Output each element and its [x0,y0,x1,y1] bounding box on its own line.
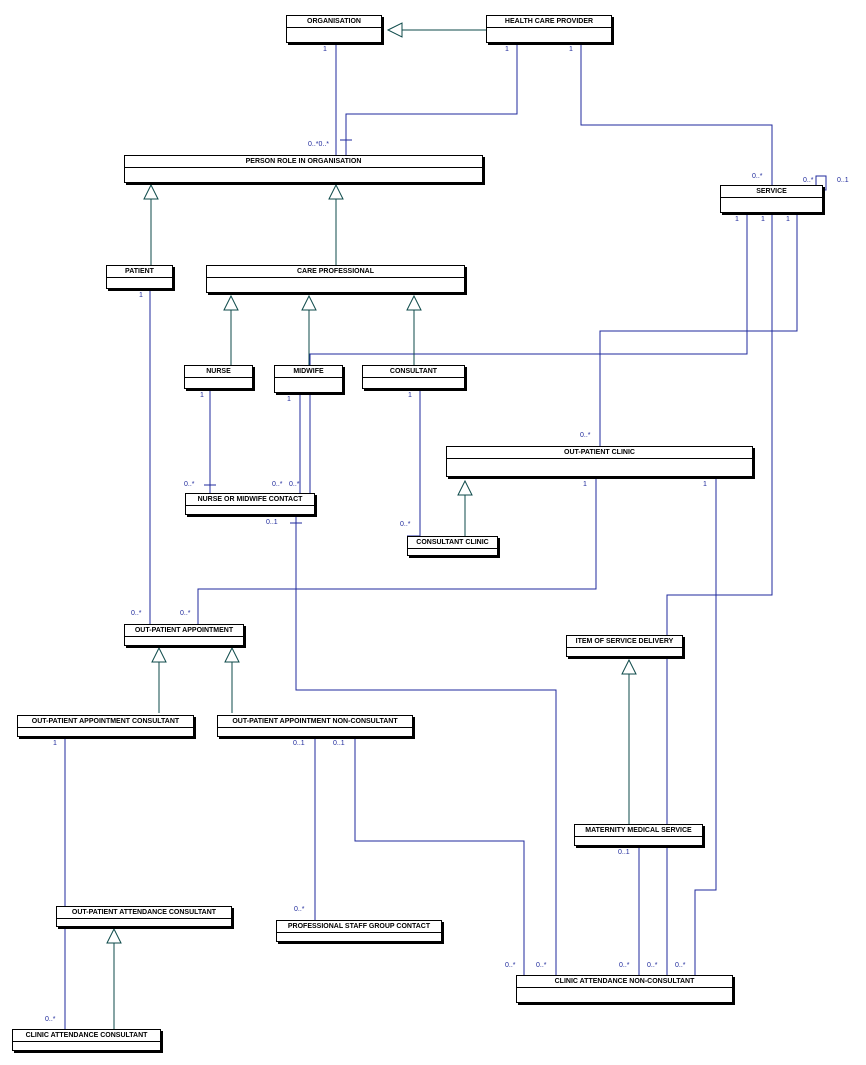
multiplicity-label: 0..1 [837,177,849,184]
multiplicity-label: 0..* [505,962,516,969]
assoc-opc-canc [694,478,717,975]
class-consultant[interactable]: CONSULTANT [362,365,465,389]
class-clinic-attendance-consultant[interactable]: CLINIC ATTENDANCE CONSULTANT [12,1029,161,1051]
multiplicity-label: 0..* [131,610,142,617]
assoc-service-midwife [309,215,748,493]
class-name: CLINIC ATTENDANCE NON-CONSULTANT [517,976,732,988]
class-name: ITEM OF SERVICE DELIVERY [567,636,682,648]
gen-consultant-arrow [406,294,422,311]
class-name: NURSE [185,366,252,378]
class-name: CONSULTANT CLINIC [408,537,497,549]
multiplicity-label: 0..* [619,962,630,969]
class-nurse[interactable]: NURSE [184,365,253,389]
multiplicity-label: 1 [287,396,291,403]
class-name: ORGANISATION [287,16,381,28]
multiplicity-label: 1 [583,481,587,488]
multiplicity-label: 0..1 [293,740,305,747]
class-maternity-medical-service[interactable]: MATERNITY MEDICAL SERVICE [574,824,703,846]
class-out-patient-appointment-non-consultant[interactable]: OUT-PATIENT APPOINTMENT NON-CONSULTANT [217,715,413,737]
multiplicity-label: 0..1 [266,519,278,526]
multiplicity-label: 0..* [184,481,195,488]
class-name: PATIENT [107,266,172,278]
multiplicity-label: 0..* [294,906,305,913]
multiplicity-label: 1 [408,392,412,399]
class-name: OUT-PATIENT APPOINTMENT NON-CONSULTANT [218,716,412,728]
gen-care-arrow [328,183,344,200]
multiplicity-label: 1 [761,216,765,223]
multiplicity-label: 0..* [675,962,686,969]
gen-cac-arrow [106,927,122,944]
multiplicity-label: 0..*0..* [308,141,330,148]
class-midwife[interactable]: MIDWIFE [274,365,343,393]
assoc-nmc-canc [295,517,557,975]
multiplicity-label: 0..* [536,962,547,969]
multiplicity-label: 0..* [180,610,191,617]
multiplicity-label: 0..* [752,173,763,180]
multiplicity-label: 1 [786,216,790,223]
class-clinic-attendance-non-consultant[interactable]: CLINIC ATTENDANCE NON-CONSULTANT [516,975,733,1003]
gen-opac-arrow [151,646,167,663]
multiplicity-label: 1 [323,46,327,53]
assoc-opanc-canc [354,737,525,975]
class-name: OUT-PATIENT ATTENDANCE CONSULTANT [57,907,231,919]
class-name: OUT-PATIENT APPOINTMENT [125,625,243,637]
multiplicity-label: 0..* [803,177,814,184]
class-name: OUT-PATIENT CLINIC [447,447,752,459]
gen-midwife-arrow [301,294,317,311]
class-name: HEALTH CARE PROVIDER [487,16,611,28]
class-name: PERSON ROLE IN ORGANISATION [125,156,482,168]
multiplicity-label: 0..1 [333,740,345,747]
multiplicity-label: 1 [200,392,204,399]
multiplicity-label: 1 [53,740,57,747]
multiplicity-label: 1 [569,46,573,53]
class-health-care-provider[interactable]: HEALTH CARE PROVIDER [486,15,612,43]
multiplicity-label: 0..* [647,962,658,969]
class-person-role-in-organisation[interactable]: PERSON ROLE IN ORGANISATION [124,155,483,183]
assoc-service-opc [599,215,798,446]
class-nurse-or-midwife-contact[interactable]: NURSE OR MIDWIFE CONTACT [185,493,315,515]
gen-patient-arrow [143,183,159,200]
class-organisation[interactable]: ORGANISATION [286,15,382,43]
class-name: MATERNITY MEDICAL SERVICE [575,825,702,837]
class-name: OUT-PATIENT APPOINTMENT CONSULTANT [18,716,193,728]
class-item-of-service-delivery[interactable]: ITEM OF SERVICE DELIVERY [566,635,683,657]
gen-hcp-org-arrow [386,22,403,38]
class-out-patient-appointment-consultant[interactable]: OUT-PATIENT APPOINTMENT CONSULTANT [17,715,194,737]
gen-cc-arrow [457,479,473,496]
class-name: CARE PROFESSIONAL [207,266,464,278]
class-name: MIDWIFE [275,366,342,378]
multiplicity-label: 0..* [580,432,591,439]
class-name: NURSE OR MIDWIFE CONTACT [186,494,314,506]
class-service[interactable]: SERVICE [720,185,823,213]
assoc-opc-opa [197,478,597,624]
multiplicity-label: 0..* [400,521,411,528]
gen-opanc-arrow [224,646,240,663]
multiplicity-label: 1 [139,292,143,299]
class-professional-staff-group-contact[interactable]: PROFESSIONAL STAFF GROUP CONTACT [276,920,442,942]
class-name: SERVICE [721,186,822,198]
class-care-professional[interactable]: CARE PROFESSIONAL [206,265,465,293]
multiplicity-label: 0..* [272,481,283,488]
class-out-patient-clinic[interactable]: OUT-PATIENT CLINIC [446,446,753,477]
class-out-patient-appointment[interactable]: OUT-PATIENT APPOINTMENT [124,624,244,646]
multiplicity-label: 0..1 [618,849,630,856]
gen-mms-arrow [621,658,637,675]
class-name: CONSULTANT [363,366,464,378]
class-consultant-clinic[interactable]: CONSULTANT CLINIC [407,536,498,556]
assoc-service-canc [666,215,773,975]
multiplicity-label: 1 [735,216,739,223]
gen-nurse-arrow [223,294,239,311]
assoc-hcp-service [580,43,773,185]
class-out-patient-attendance-consultant[interactable]: OUT-PATIENT ATTENDANCE CONSULTANT [56,906,232,927]
multiplicity-label: 0..* [45,1016,56,1023]
multiplicity-label: 1 [703,481,707,488]
class-patient[interactable]: PATIENT [106,265,173,289]
class-name: CLINIC ATTENDANCE CONSULTANT [13,1030,160,1042]
assoc-consultant-cc [407,390,421,537]
class-name: PROFESSIONAL STAFF GROUP CONTACT [277,921,441,933]
assoc-hcp-personrole [345,43,518,155]
multiplicity-label: 1 [505,46,509,53]
multiplicity-label: 0..* [289,481,300,488]
